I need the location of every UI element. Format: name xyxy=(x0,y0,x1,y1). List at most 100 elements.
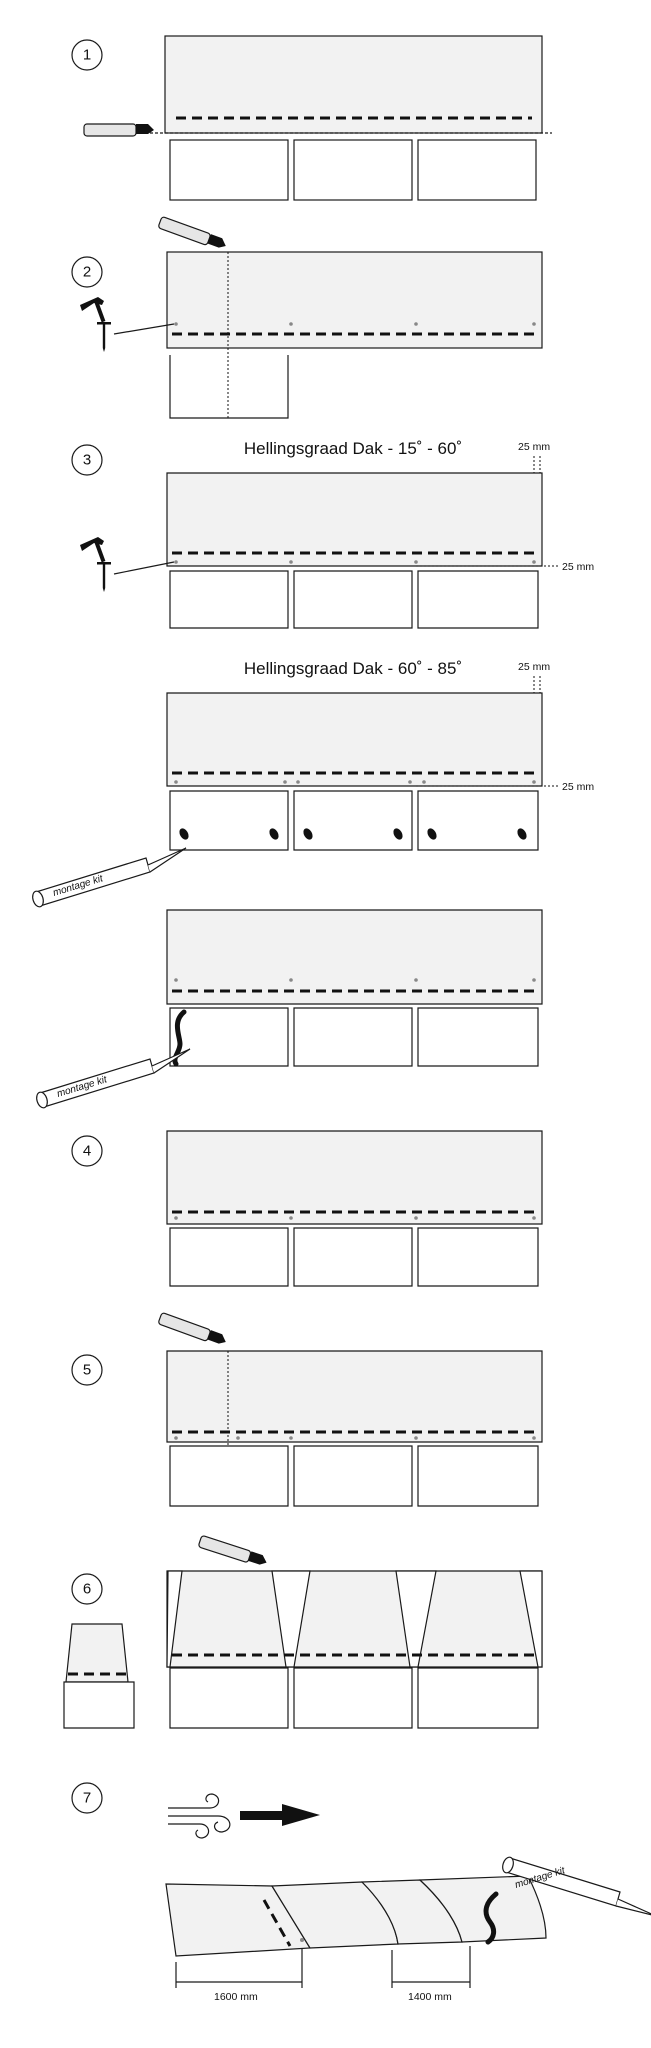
nail-icon xyxy=(97,322,111,352)
caulk-tube-icon: montage kit xyxy=(34,1048,191,1110)
slope-title: Hellingsgraad Dak - 60˚ - 85˚ xyxy=(244,659,462,678)
ridge-cut xyxy=(271,1570,311,1668)
shingle-strip xyxy=(166,1130,543,1225)
glue-bead xyxy=(483,1891,499,1945)
nail-mark xyxy=(236,1436,240,1440)
nail-mark xyxy=(414,322,418,326)
pointer-line xyxy=(113,561,175,575)
nail-mark xyxy=(532,780,536,784)
step-number-circle xyxy=(71,256,103,288)
shingle-tab xyxy=(169,355,289,419)
measurement-label: 1600 mm xyxy=(214,1991,258,2003)
ridge-cut xyxy=(395,1570,437,1668)
hammer-icon xyxy=(80,537,106,563)
shingle-tab xyxy=(293,1667,413,1729)
nail-mark xyxy=(300,1938,304,1942)
nail-mark xyxy=(289,978,293,982)
shingle-strip xyxy=(166,909,543,1005)
nail-mark xyxy=(414,1216,418,1220)
caulk-tube-icon: montage kit xyxy=(502,1856,651,1916)
step-number: 2 xyxy=(83,264,91,281)
shingle-tab xyxy=(169,1667,289,1729)
nail-mark xyxy=(414,560,418,564)
nail-mark xyxy=(422,780,426,784)
step-number-circle xyxy=(71,39,103,71)
measurement-label: 25 mm xyxy=(518,661,550,673)
knife-icon xyxy=(83,123,155,137)
measurement-label: 25 mm xyxy=(518,441,550,453)
shingle-tab xyxy=(169,1445,289,1507)
step-number: 3 xyxy=(83,452,91,469)
wind-icon xyxy=(168,1793,231,1839)
nail-mark xyxy=(174,780,178,784)
step-3-steep: Hellingsgraad Dak - 60˚ - 85˚ 25 mm 25 m… xyxy=(30,659,594,909)
roof-section xyxy=(418,1875,547,1943)
step-3: 3 Hellingsgraad Dak - 15˚ - 60˚ 25 mm 25… xyxy=(71,439,594,629)
shingle-tab xyxy=(417,1667,539,1729)
step-number-circle xyxy=(71,1354,103,1386)
nail-mark xyxy=(174,322,178,326)
nail-mark xyxy=(289,1436,293,1440)
shingle-strip xyxy=(166,1350,543,1443)
adhesive-strip xyxy=(262,1899,292,1947)
shingle-tab xyxy=(169,790,289,851)
nail-mark xyxy=(532,560,536,564)
shingle-tab xyxy=(293,139,413,201)
step-number-circle xyxy=(71,1135,103,1167)
nail-mark xyxy=(532,322,536,326)
nail-mark xyxy=(174,978,178,982)
shingle-tab xyxy=(293,570,413,629)
step-7: 7 montage kit 1600 mm xyxy=(71,1782,651,2003)
step-5: 5 xyxy=(71,1311,543,1507)
shingle-tab xyxy=(293,1445,413,1507)
step-1: 1 xyxy=(71,35,552,201)
measurement-label: 25 mm xyxy=(562,561,594,573)
ridge-cut xyxy=(166,1570,183,1668)
nail-mark xyxy=(174,1436,178,1440)
nail-mark xyxy=(289,1216,293,1220)
knife-icon xyxy=(157,1311,229,1349)
shingle-tab xyxy=(293,1007,413,1067)
shingle-strip xyxy=(166,1570,543,1668)
glue-dot xyxy=(179,828,189,840)
ridge-cap-tab xyxy=(63,1681,135,1729)
shingle-tab xyxy=(417,570,539,629)
step-3-glue: montage kit xyxy=(34,909,543,1110)
nail-mark xyxy=(532,1436,536,1440)
ridge-cut xyxy=(519,1570,543,1668)
step-number-circle xyxy=(71,444,103,476)
glue-dot xyxy=(517,828,527,840)
nail-mark xyxy=(532,978,536,982)
arrow-right-icon xyxy=(240,1804,320,1826)
shingle-tab xyxy=(169,1227,289,1287)
measurement-label: 1400 mm xyxy=(408,1991,452,2003)
shingle-tab xyxy=(169,570,289,629)
caulk-tube-icon: montage kit xyxy=(30,847,187,909)
shingle-tab xyxy=(417,790,539,851)
nail-mark xyxy=(283,780,287,784)
shingle-tab xyxy=(169,139,289,201)
glue-dot xyxy=(427,828,437,840)
step-number-circle xyxy=(71,1782,103,1814)
shingle-tab xyxy=(417,1227,539,1287)
step-number: 6 xyxy=(83,1581,91,1598)
shingle-tab xyxy=(417,1007,539,1067)
shingle-tab xyxy=(293,1227,413,1287)
step-2: 2 xyxy=(71,215,543,419)
pointer-line xyxy=(113,323,175,335)
nail-mark xyxy=(414,978,418,982)
step-4: 4 xyxy=(71,1130,543,1287)
nail-mark xyxy=(289,560,293,564)
step-number-circle xyxy=(71,1573,103,1605)
step-number: 7 xyxy=(83,1790,91,1807)
nail-mark xyxy=(174,560,178,564)
step-number: 4 xyxy=(83,1143,91,1160)
step-6: 6 xyxy=(63,1534,543,1729)
nail-mark xyxy=(408,780,412,784)
nail-mark xyxy=(414,1436,418,1440)
step-number: 1 xyxy=(83,47,91,64)
measurement-label: 25 mm xyxy=(562,781,594,793)
knife-icon xyxy=(157,215,229,253)
shingle-tab xyxy=(417,139,537,201)
